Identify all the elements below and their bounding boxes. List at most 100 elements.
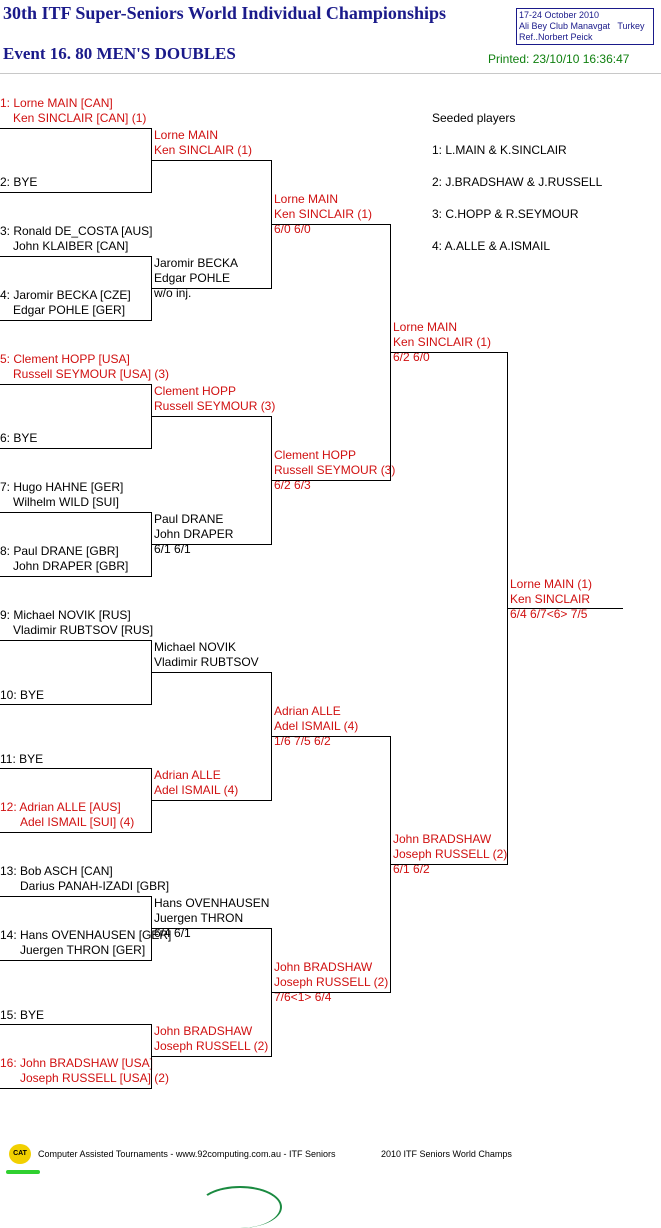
r2-connector-2 (271, 416, 272, 545)
r1-slot-16-player-a: 16: John BRADSHAW [USA] (0, 1056, 153, 1070)
info-dates: 17-24 October 2010 (519, 10, 600, 20)
r2-slot-4-player-b: John DRAPER (154, 527, 234, 541)
r3-slot-4-player-b: Joseph RUSSELL (2) (274, 975, 389, 989)
r1-slot-7-player-a: 7: Hugo HAHNE [GER] (0, 480, 124, 494)
r2-line-4 (152, 544, 272, 545)
r1-slot-14-player-a: 14: Hans OVENHAUSEN [GER] (0, 928, 172, 942)
r4-slot-1-player-b: Ken SINCLAIR (1) (393, 335, 492, 349)
r1-slot-5-player-b: Russell SEYMOUR [USA] (3) (13, 367, 170, 381)
r3-slot-4-player-a: John BRADSHAW (274, 960, 373, 974)
footer-event: 2010 ITF Seniors World Champs (381, 1149, 512, 1159)
r1-connector-8 (151, 1024, 152, 1089)
r1-slot-16-player-b: Joseph RUSSELL [USA] (2) (20, 1071, 169, 1085)
r1-slot-8-player-b: John DRAPER [GBR] (13, 559, 129, 573)
r4-connector (507, 352, 508, 865)
r2-slot-3-player-b: Russell SEYMOUR (3) (154, 399, 276, 413)
r1-connector-2 (151, 256, 152, 321)
r2-line-3 (152, 416, 272, 417)
r2-slot-2-score: w/o inj. (154, 286, 192, 300)
r4-line-1 (391, 352, 508, 353)
r4-slot-2-player-a: John BRADSHAW (393, 832, 492, 846)
final-line (508, 608, 623, 609)
r3-line-4 (272, 992, 391, 993)
r2-connector-4 (271, 928, 272, 1057)
r4-slot-1-score: 6/2 6/0 (393, 350, 430, 364)
r4-slot-1-player-a: Lorne MAIN (393, 320, 458, 334)
r2-slot-6-player-a: Adrian ALLE (154, 768, 221, 782)
r2-line-1 (152, 160, 272, 161)
info-referee: Ref..Norbert Peick (519, 32, 593, 42)
r2-slot-1-player-b: Ken SINCLAIR (1) (154, 143, 253, 157)
r2-slot-1-player-a: Lorne MAIN (154, 128, 219, 142)
seeded-title: Seeded players (432, 111, 516, 125)
seed-1: 1: L.MAIN & K.SINCLAIR (432, 143, 567, 157)
r3-slot-2-player-a: Clement HOPP (274, 448, 357, 462)
r2-slot-3-player-a: Clement HOPP (154, 384, 237, 398)
r2-slot-5-player-b: Vladimir RUBTSOV (154, 655, 259, 669)
r2-line-8 (152, 1056, 272, 1057)
r3-slot-1-player-b: Ken SINCLAIR (1) (274, 207, 373, 221)
r3-slot-1-player-a: Lorne MAIN (274, 192, 339, 206)
r1-slot-9-player-b: Vladimir RUBTSOV [RUS] (13, 623, 154, 637)
r1-line-13 (0, 896, 152, 897)
r1-connector-5 (151, 640, 152, 705)
event-title: Event 16. 80 MEN'S DOUBLES (3, 44, 236, 63)
r3-line-2 (272, 480, 391, 481)
r1-connector-3 (151, 384, 152, 449)
r1-line-4 (0, 320, 152, 321)
seed-3: 3: C.HOPP & R.SEYMOUR (432, 207, 579, 221)
r1-line-11 (0, 768, 152, 769)
r3-slot-3-player-a: Adrian ALLE (274, 704, 341, 718)
r3-line-1 (272, 224, 391, 225)
itf-logo-partial (198, 1186, 282, 1228)
r1-slot-14-player-b: Juergen THRON [GER] (20, 943, 146, 957)
r1-slot-9-player-a: 9: Michael NOVIK [RUS] (0, 608, 131, 622)
printed-timestamp: Printed: 23/10/10 16:36:47 (488, 52, 630, 66)
r3-connector-2 (390, 736, 391, 993)
r2-line-6 (152, 800, 272, 801)
r2-slot-4-score: 6/1 6/1 (154, 542, 191, 556)
r3-slot-2-player-b: Russell SEYMOUR (3) (274, 463, 396, 477)
footer-credit: Computer Assisted Tournaments - www.92co… (38, 1149, 336, 1159)
r3-slot-1-score: 6/0 6/0 (274, 222, 311, 236)
r1-line-3 (0, 256, 152, 257)
r4-slot-2-player-b: Joseph RUSSELL (2) (393, 847, 508, 861)
r1-line-5 (0, 384, 152, 385)
r1-line-9 (0, 640, 152, 641)
r1-slot-12-player-b: Adel ISMAIL [SUI] (4) (20, 815, 135, 829)
r1-slot-1-player-a: 1: Lorne MAIN [CAN] (0, 96, 113, 110)
r3-line-3 (272, 736, 391, 737)
r1-line-7 (0, 512, 152, 513)
r4-line-2 (391, 864, 508, 865)
r1-connector-7 (151, 896, 152, 961)
r1-slot-10-player-a: 10: BYE (0, 688, 45, 702)
r2-slot-8-player-b: Joseph RUSSELL (2) (154, 1039, 269, 1053)
r3-slot-3-player-b: Adel ISMAIL (4) (274, 719, 359, 733)
r1-line-10 (0, 704, 152, 705)
r1-slot-12-player-a: 12: Adrian ALLE [AUS] (0, 800, 121, 814)
tournament-title: 30th ITF Super-Seniors World Individual … (3, 3, 446, 23)
r1-slot-2-player-a: 2: BYE (0, 175, 38, 189)
final-score: 6/4 6/7<6> 7/5 (510, 607, 588, 621)
r2-connector-3 (271, 672, 272, 801)
r1-line-2 (0, 192, 152, 193)
r2-slot-2-player-a: Jaromir BECKA (154, 256, 239, 270)
r1-slot-11-player-a: 11: BYE (0, 752, 44, 766)
r2-slot-7-score: 6/4 6/1 (154, 926, 191, 940)
r1-line-1 (0, 128, 152, 129)
r1-line-12 (0, 832, 152, 833)
r1-slot-13-player-a: 13: Bob ASCH [CAN] (0, 864, 113, 878)
r1-connector-4 (151, 512, 152, 577)
r3-slot-3-score: 1/6 7/5 6/2 (274, 734, 331, 748)
r1-connector-6 (151, 768, 152, 833)
r1-slot-3-player-a: 3: Ronald DE_COSTA [AUS] (0, 224, 153, 238)
info-box: 17-24 October 2010 Ali Bey Club Manavgat… (516, 8, 654, 45)
info-venue: Ali Bey Club Manavgat Turkey (519, 21, 645, 31)
r1-line-15 (0, 1024, 152, 1025)
cat-logo-bar (6, 1170, 40, 1174)
r2-slot-2-player-b: Edgar POHLE (154, 271, 231, 285)
r2-slot-4-player-a: Paul DRANE (154, 512, 224, 526)
r2-connector-1 (271, 160, 272, 289)
r1-line-6 (0, 448, 152, 449)
seed-2: 2: J.BRADSHAW & J.RUSSELL (432, 175, 603, 189)
